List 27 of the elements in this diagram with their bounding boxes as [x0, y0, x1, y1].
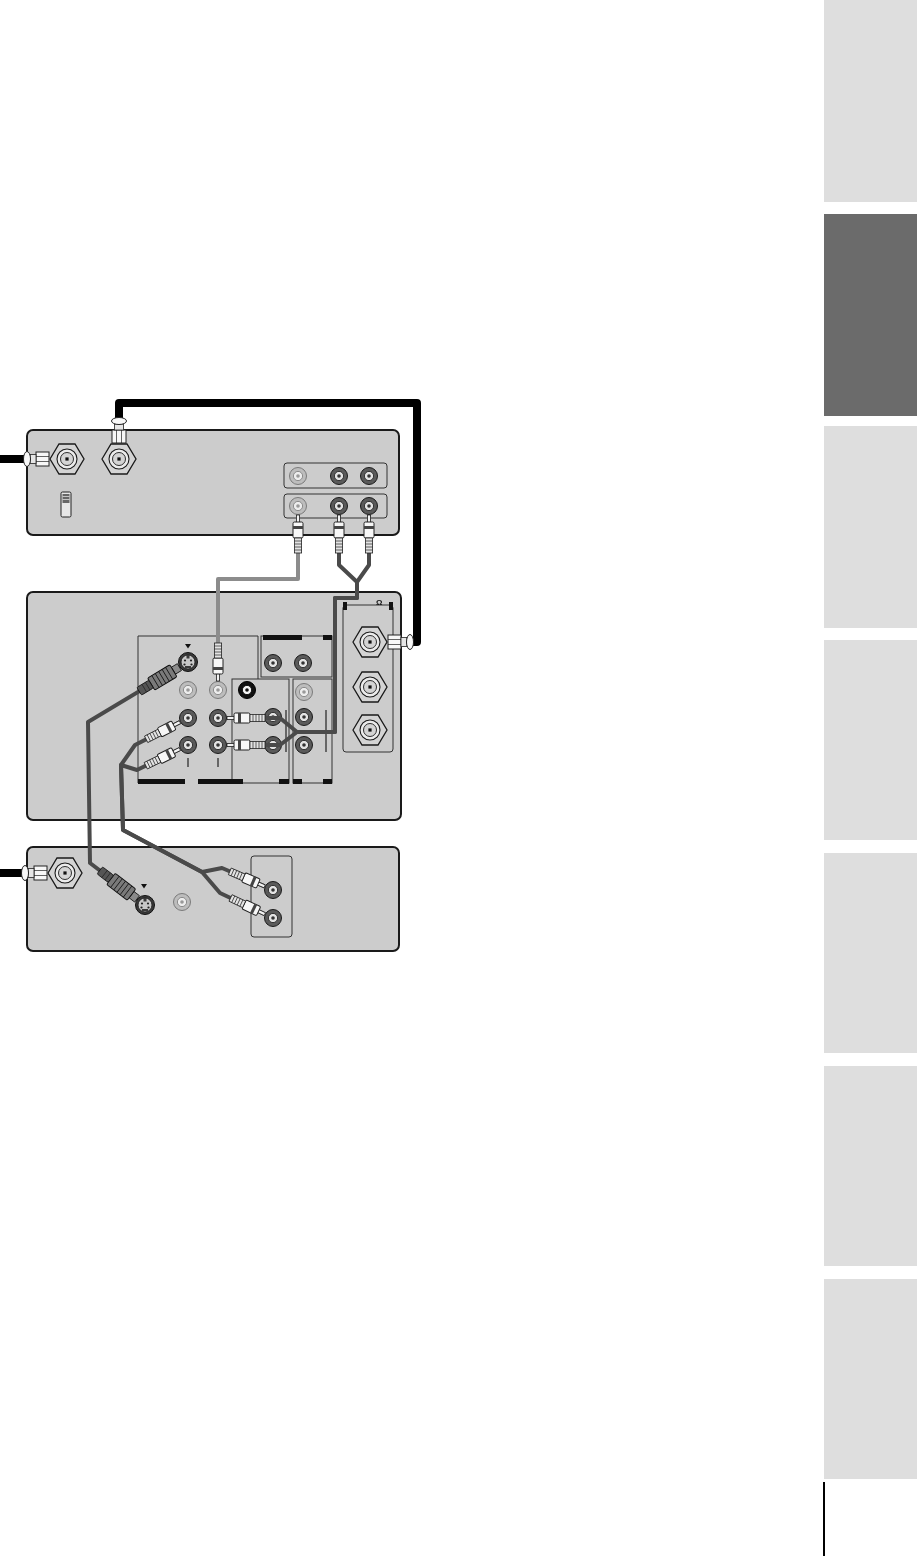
device-back-panel: [26, 846, 400, 952]
cable: [0, 451, 50, 467]
coax-jack-icon: [101, 443, 137, 475]
cable: [226, 514, 375, 751]
rca-jack-icon: [179, 736, 197, 754]
cable: [111, 399, 421, 650]
s-video-jack-icon: [178, 652, 198, 672]
s-video-jack-icon: [135, 895, 155, 915]
rca-jack-icon: [264, 909, 282, 927]
coax-jack-icon: [47, 857, 83, 889]
cable: [226, 514, 359, 734]
coax-jack-icon: [352, 626, 388, 658]
cable: [0, 865, 48, 881]
rca-jack-icon: [264, 881, 282, 899]
cable: [212, 514, 304, 682]
rca-jack-icon: [360, 497, 378, 515]
rca-jack-icon: [330, 497, 348, 515]
cable: [119, 747, 266, 917]
rca-jack-icon: [209, 709, 227, 727]
rca-jack-icon: [179, 709, 197, 727]
rca-jack-icon: [289, 497, 307, 515]
rca-jack-icon: [209, 736, 227, 754]
unit-label: Ω: [376, 598, 383, 607]
cable: [119, 720, 266, 889]
coax-jack-icon: [49, 443, 85, 475]
device-back-panel: [26, 429, 400, 536]
rca-jack-icon: [209, 681, 227, 699]
